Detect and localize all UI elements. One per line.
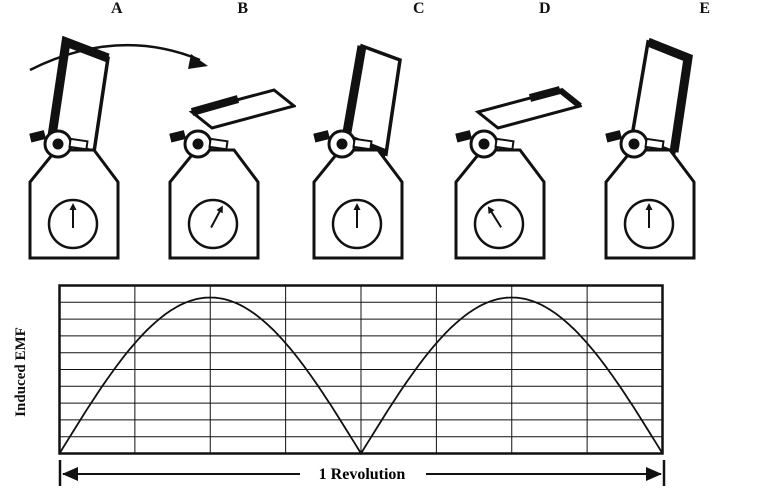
generator-unit-a — [28, 35, 120, 260]
meter-needle — [353, 203, 361, 228]
generator-unit-c — [312, 43, 404, 260]
emf-graph — [58, 284, 664, 456]
meter-needle — [210, 205, 223, 229]
y-axis-label: Induced EMF — [13, 327, 29, 417]
position-label-d: D — [538, 0, 552, 17]
meter — [623, 198, 675, 250]
meter — [47, 198, 99, 250]
position-label-b: B — [237, 0, 249, 17]
commutator — [455, 129, 515, 159]
armature-loop — [188, 88, 296, 130]
position-label-a: A — [110, 0, 124, 17]
generator-unit-b — [168, 88, 296, 260]
meter — [187, 198, 239, 250]
generator-unit-d — [454, 86, 582, 260]
rotation-arrow-icon — [29, 43, 208, 72]
commutator — [313, 129, 373, 159]
position-label-e: E — [699, 0, 711, 17]
x-axis-label: 1 Revolution — [319, 466, 406, 483]
meter — [473, 198, 525, 250]
emf-curve — [58, 296, 664, 456]
meter-needle — [645, 203, 653, 228]
generator-unit-e — [604, 37, 696, 260]
position-label-c: C — [412, 0, 426, 17]
meter-needle — [487, 206, 502, 228]
meter-needle — [69, 203, 77, 228]
commutator — [29, 129, 89, 159]
commutator — [605, 129, 665, 159]
meter — [331, 198, 383, 250]
revolution-span-arrow: 1 Revolution — [58, 460, 666, 486]
commutator — [169, 129, 229, 159]
